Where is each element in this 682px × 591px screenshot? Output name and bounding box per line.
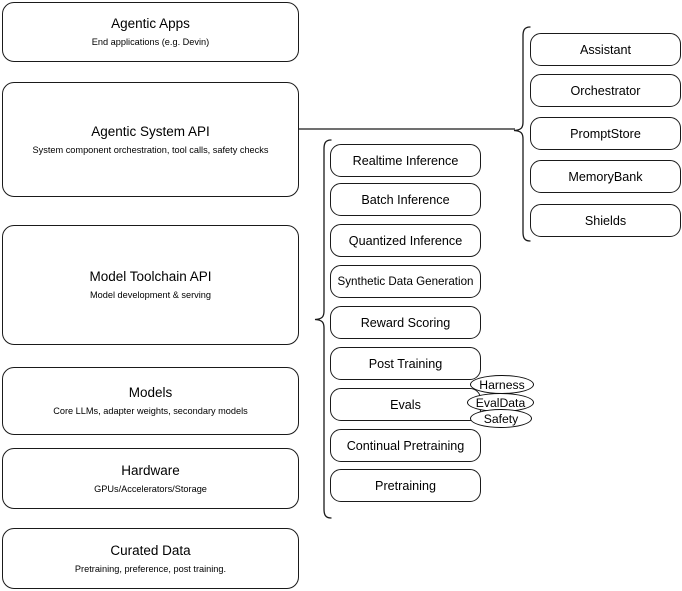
component-label: PromptStore <box>570 126 641 141</box>
badge-label: EvalData <box>475 395 526 410</box>
layer-models[interactable]: Models Core LLMs, adapter weights, secon… <box>2 367 299 435</box>
layer-subtitle: GPUs/Accelerators/Storage <box>94 483 207 494</box>
layer-subtitle: System component orchestration, tool cal… <box>32 144 269 155</box>
component-shields[interactable]: Shields <box>530 204 681 237</box>
layer-title: Agentic Apps <box>111 16 190 32</box>
layer-title: Agentic System API <box>91 123 210 139</box>
layer-subtitle: End applications (e.g. Devin) <box>91 37 210 48</box>
component-label: Batch Inference <box>361 192 450 207</box>
layer-title: Models <box>128 385 173 401</box>
component-quantized-inference[interactable]: Quantized Inference <box>330 224 481 257</box>
component-batch-inference[interactable]: Batch Inference <box>330 183 481 216</box>
layer-title: Hardware <box>121 462 180 478</box>
component-label: Pretraining <box>375 478 436 493</box>
component-realtime-inference[interactable]: Realtime Inference <box>330 144 481 177</box>
component-label: Assistant <box>579 42 632 57</box>
component-post-training[interactable]: Post Training <box>330 347 481 380</box>
component-synthetic-data-generation[interactable]: Synthetic Data Generation <box>330 265 481 298</box>
badge-label: Harness <box>479 377 525 392</box>
layer-title: Curated Data <box>110 542 191 558</box>
component-memorybank[interactable]: MemoryBank <box>530 160 681 193</box>
connector-agentic-system-to-components <box>299 120 517 140</box>
component-label: Post Training <box>368 356 443 371</box>
component-label: Realtime Inference <box>352 153 459 168</box>
component-evals[interactable]: Evals <box>330 388 481 421</box>
component-promptstore[interactable]: PromptStore <box>530 117 681 150</box>
component-label: MemoryBank <box>568 169 643 184</box>
layer-subtitle: Model development & serving <box>89 290 212 301</box>
component-pretraining[interactable]: Pretraining <box>330 469 481 502</box>
layer-model-toolchain-api[interactable]: Model Toolchain API Model development & … <box>2 225 299 345</box>
brace-agentic-components <box>512 26 532 242</box>
component-label: Continual Pretraining <box>346 438 465 453</box>
badge-harness[interactable]: Harness <box>470 375 534 394</box>
component-orchestrator[interactable]: Orchestrator <box>530 74 681 107</box>
component-continual-pretraining[interactable]: Continual Pretraining <box>330 429 481 462</box>
component-reward-scoring[interactable]: Reward Scoring <box>330 306 481 339</box>
component-label: Evals <box>390 397 421 412</box>
component-label: Synthetic Data Generation <box>337 275 474 288</box>
component-assistant[interactable]: Assistant <box>530 33 681 66</box>
badge-safety[interactable]: Safety <box>470 409 532 428</box>
brace-toolchain-components <box>313 139 333 519</box>
layer-agentic-apps[interactable]: Agentic Apps End applications (e.g. Devi… <box>2 2 299 62</box>
layer-hardware[interactable]: Hardware GPUs/Accelerators/Storage <box>2 448 299 509</box>
component-label: Orchestrator <box>570 83 641 98</box>
component-label: Quantized Inference <box>348 233 463 248</box>
component-label: Reward Scoring <box>360 315 451 330</box>
layer-subtitle: Pretraining, preference, post training. <box>74 563 227 574</box>
layer-title: Model Toolchain API <box>89 269 212 285</box>
layer-subtitle: Core LLMs, adapter weights, secondary mo… <box>53 406 248 417</box>
badge-label: Safety <box>483 411 519 426</box>
component-label: Shields <box>584 213 627 228</box>
layer-curated-data[interactable]: Curated Data Pretraining, preference, po… <box>2 528 299 589</box>
layer-agentic-system-api[interactable]: Agentic System API System component orch… <box>2 82 299 197</box>
